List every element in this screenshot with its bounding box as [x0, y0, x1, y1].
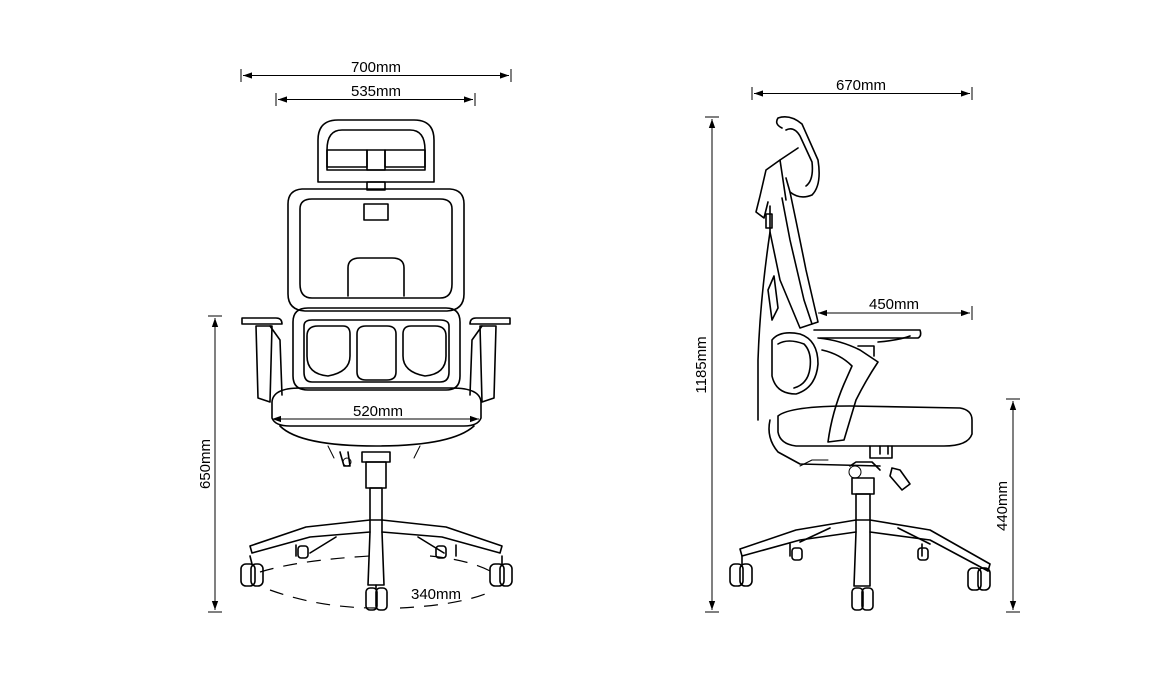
side-lumbar: [771, 332, 819, 395]
dimension-lines: [208, 69, 1020, 613]
front-casters: [240, 545, 513, 611]
front-base: [249, 519, 503, 586]
label-650mm: 650mm: [197, 439, 214, 489]
front-view-chair: [240, 119, 513, 611]
front-lumbar: [292, 307, 461, 391]
label-700mm: 700mm: [351, 59, 401, 76]
label-535mm: 535mm: [351, 83, 401, 100]
side-armrest: [813, 329, 922, 443]
label-340mm: 340mm: [411, 586, 461, 603]
label-670mm: 670mm: [836, 77, 886, 94]
label-450mm: 450mm: [869, 296, 919, 313]
side-gas-cylinder: [851, 477, 875, 521]
side-backrest: [757, 191, 819, 421]
dimension-labels: 700mm 535mm 520mm 650mm 340mm 670mm 450m…: [197, 59, 1011, 603]
side-base: [739, 519, 991, 587]
side-casters: [729, 547, 991, 611]
front-backrest: [287, 188, 465, 312]
label-520mm: 520mm: [353, 403, 403, 420]
label-440mm: 440mm: [994, 481, 1011, 531]
side-headrest: [755, 116, 820, 229]
front-base-circle: [259, 555, 493, 609]
front-gas-cylinder: [361, 451, 391, 521]
label-1185mm: 1185mm: [693, 336, 710, 393]
front-armrests: [241, 317, 511, 403]
front-headrest: [317, 119, 435, 191]
front-seat: [271, 387, 482, 467]
side-view-chair: [729, 116, 991, 611]
